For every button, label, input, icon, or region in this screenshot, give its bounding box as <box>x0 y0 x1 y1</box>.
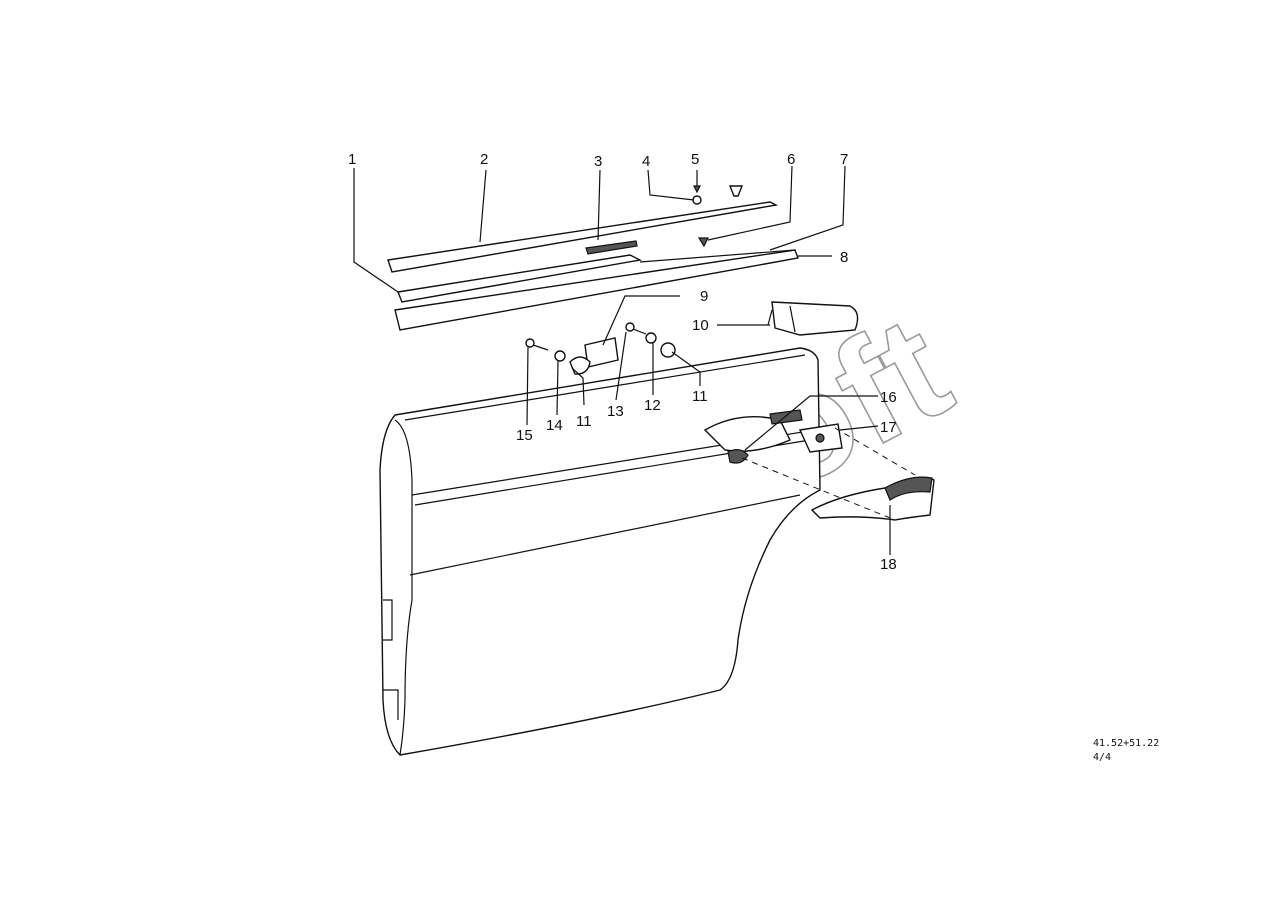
callout-7: 7 <box>840 151 848 168</box>
window-channel-strips <box>387 201 799 331</box>
callout-13: 13 <box>607 403 624 420</box>
door-panel <box>379 347 821 756</box>
leader-lines <box>353 165 891 555</box>
callout-17: 17 <box>880 419 897 436</box>
callout-8: 8 <box>840 249 848 266</box>
callout-12: 12 <box>644 397 661 414</box>
callout-2: 2 <box>480 151 488 168</box>
callout-11a: 11 <box>576 413 592 430</box>
cover-part-10 <box>767 301 859 336</box>
callout-labels: 1 2 3 4 5 6 7 8 9 10 11 11 12 13 14 15 1… <box>348 151 897 573</box>
callout-9: 9 <box>700 288 708 305</box>
callout-16: 16 <box>880 389 897 406</box>
pull-handle <box>741 427 935 521</box>
bracket-and-screws <box>525 322 676 375</box>
callout-11b: 11 <box>692 388 708 405</box>
fasteners-top <box>692 185 744 248</box>
callout-1: 1 <box>348 151 356 168</box>
callout-15: 15 <box>516 427 533 444</box>
callout-14: 14 <box>546 417 563 434</box>
callout-5: 5 <box>691 151 699 168</box>
callout-4: 4 <box>642 153 650 170</box>
handle-mechanism <box>703 409 843 464</box>
callout-3: 3 <box>594 153 602 170</box>
callout-18: 18 <box>880 556 897 573</box>
callout-10: 10 <box>692 317 709 334</box>
diagram-page-indicator: 4/4 <box>1093 752 1111 763</box>
diagram-reference-code: 41.52+51.22 <box>1093 738 1159 749</box>
callout-6: 6 <box>787 151 795 168</box>
